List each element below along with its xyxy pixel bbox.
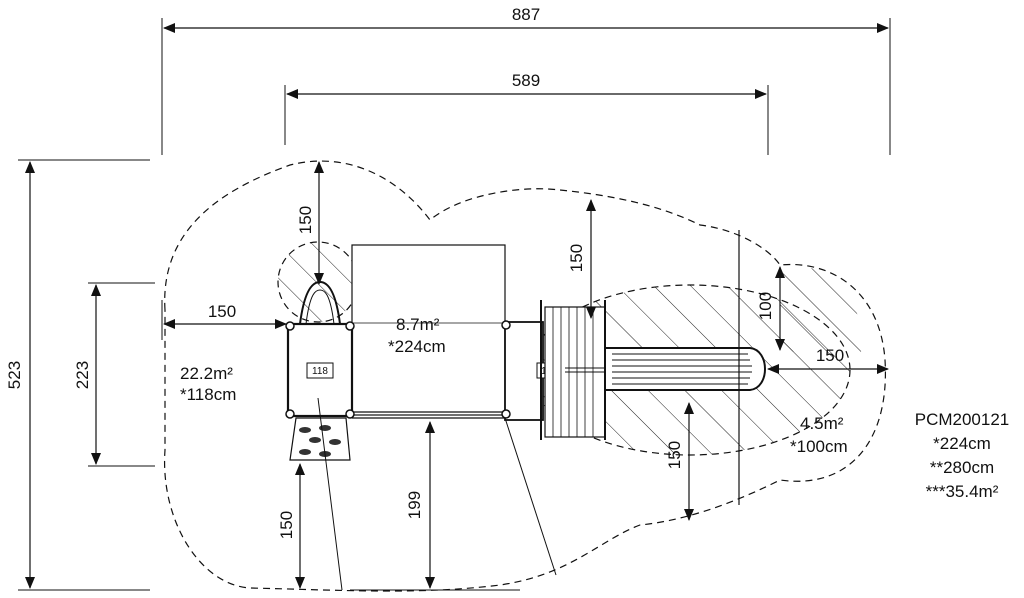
dim-left-depth: 223	[73, 361, 92, 389]
dim-overall-width: 887	[512, 5, 540, 24]
slide	[604, 347, 766, 391]
dim-clearance-right: 150	[816, 346, 844, 365]
dim-clearance-bottom-right: 150	[665, 441, 684, 469]
dim-overall-height: 523	[5, 361, 24, 389]
dim-clearance-top: 150	[296, 206, 315, 234]
product-total-area: ***35.4m²	[926, 482, 999, 501]
dim-clearance-top-right: 150	[567, 244, 586, 272]
small-hatched-zone	[780, 264, 862, 360]
dim-bottom-depth: 199	[405, 491, 424, 519]
dim-clearance-bottom-left: 150	[277, 511, 296, 539]
dim-inner-width: 589	[512, 71, 540, 90]
right-height-label: *100cm	[790, 437, 848, 456]
product-code: PCM200121	[915, 410, 1010, 429]
left-platform-tag: 118	[312, 366, 328, 377]
right-area-label: 4.5m²	[800, 414, 844, 433]
dim-clearance-left: 150	[208, 302, 236, 321]
center-area-label: 8.7m²	[396, 315, 440, 334]
product-height-2: **280cm	[930, 458, 994, 477]
dim-clearance-right-small: 100	[756, 292, 775, 320]
left-height-label: *118cm	[180, 385, 236, 404]
product-height-1: *224cm	[933, 434, 991, 453]
center-roof	[351, 244, 506, 416]
left-area-label: 22.2m²	[180, 364, 233, 383]
center-height-label: *224cm	[388, 337, 446, 356]
safety-zone-outline	[163, 160, 887, 592]
